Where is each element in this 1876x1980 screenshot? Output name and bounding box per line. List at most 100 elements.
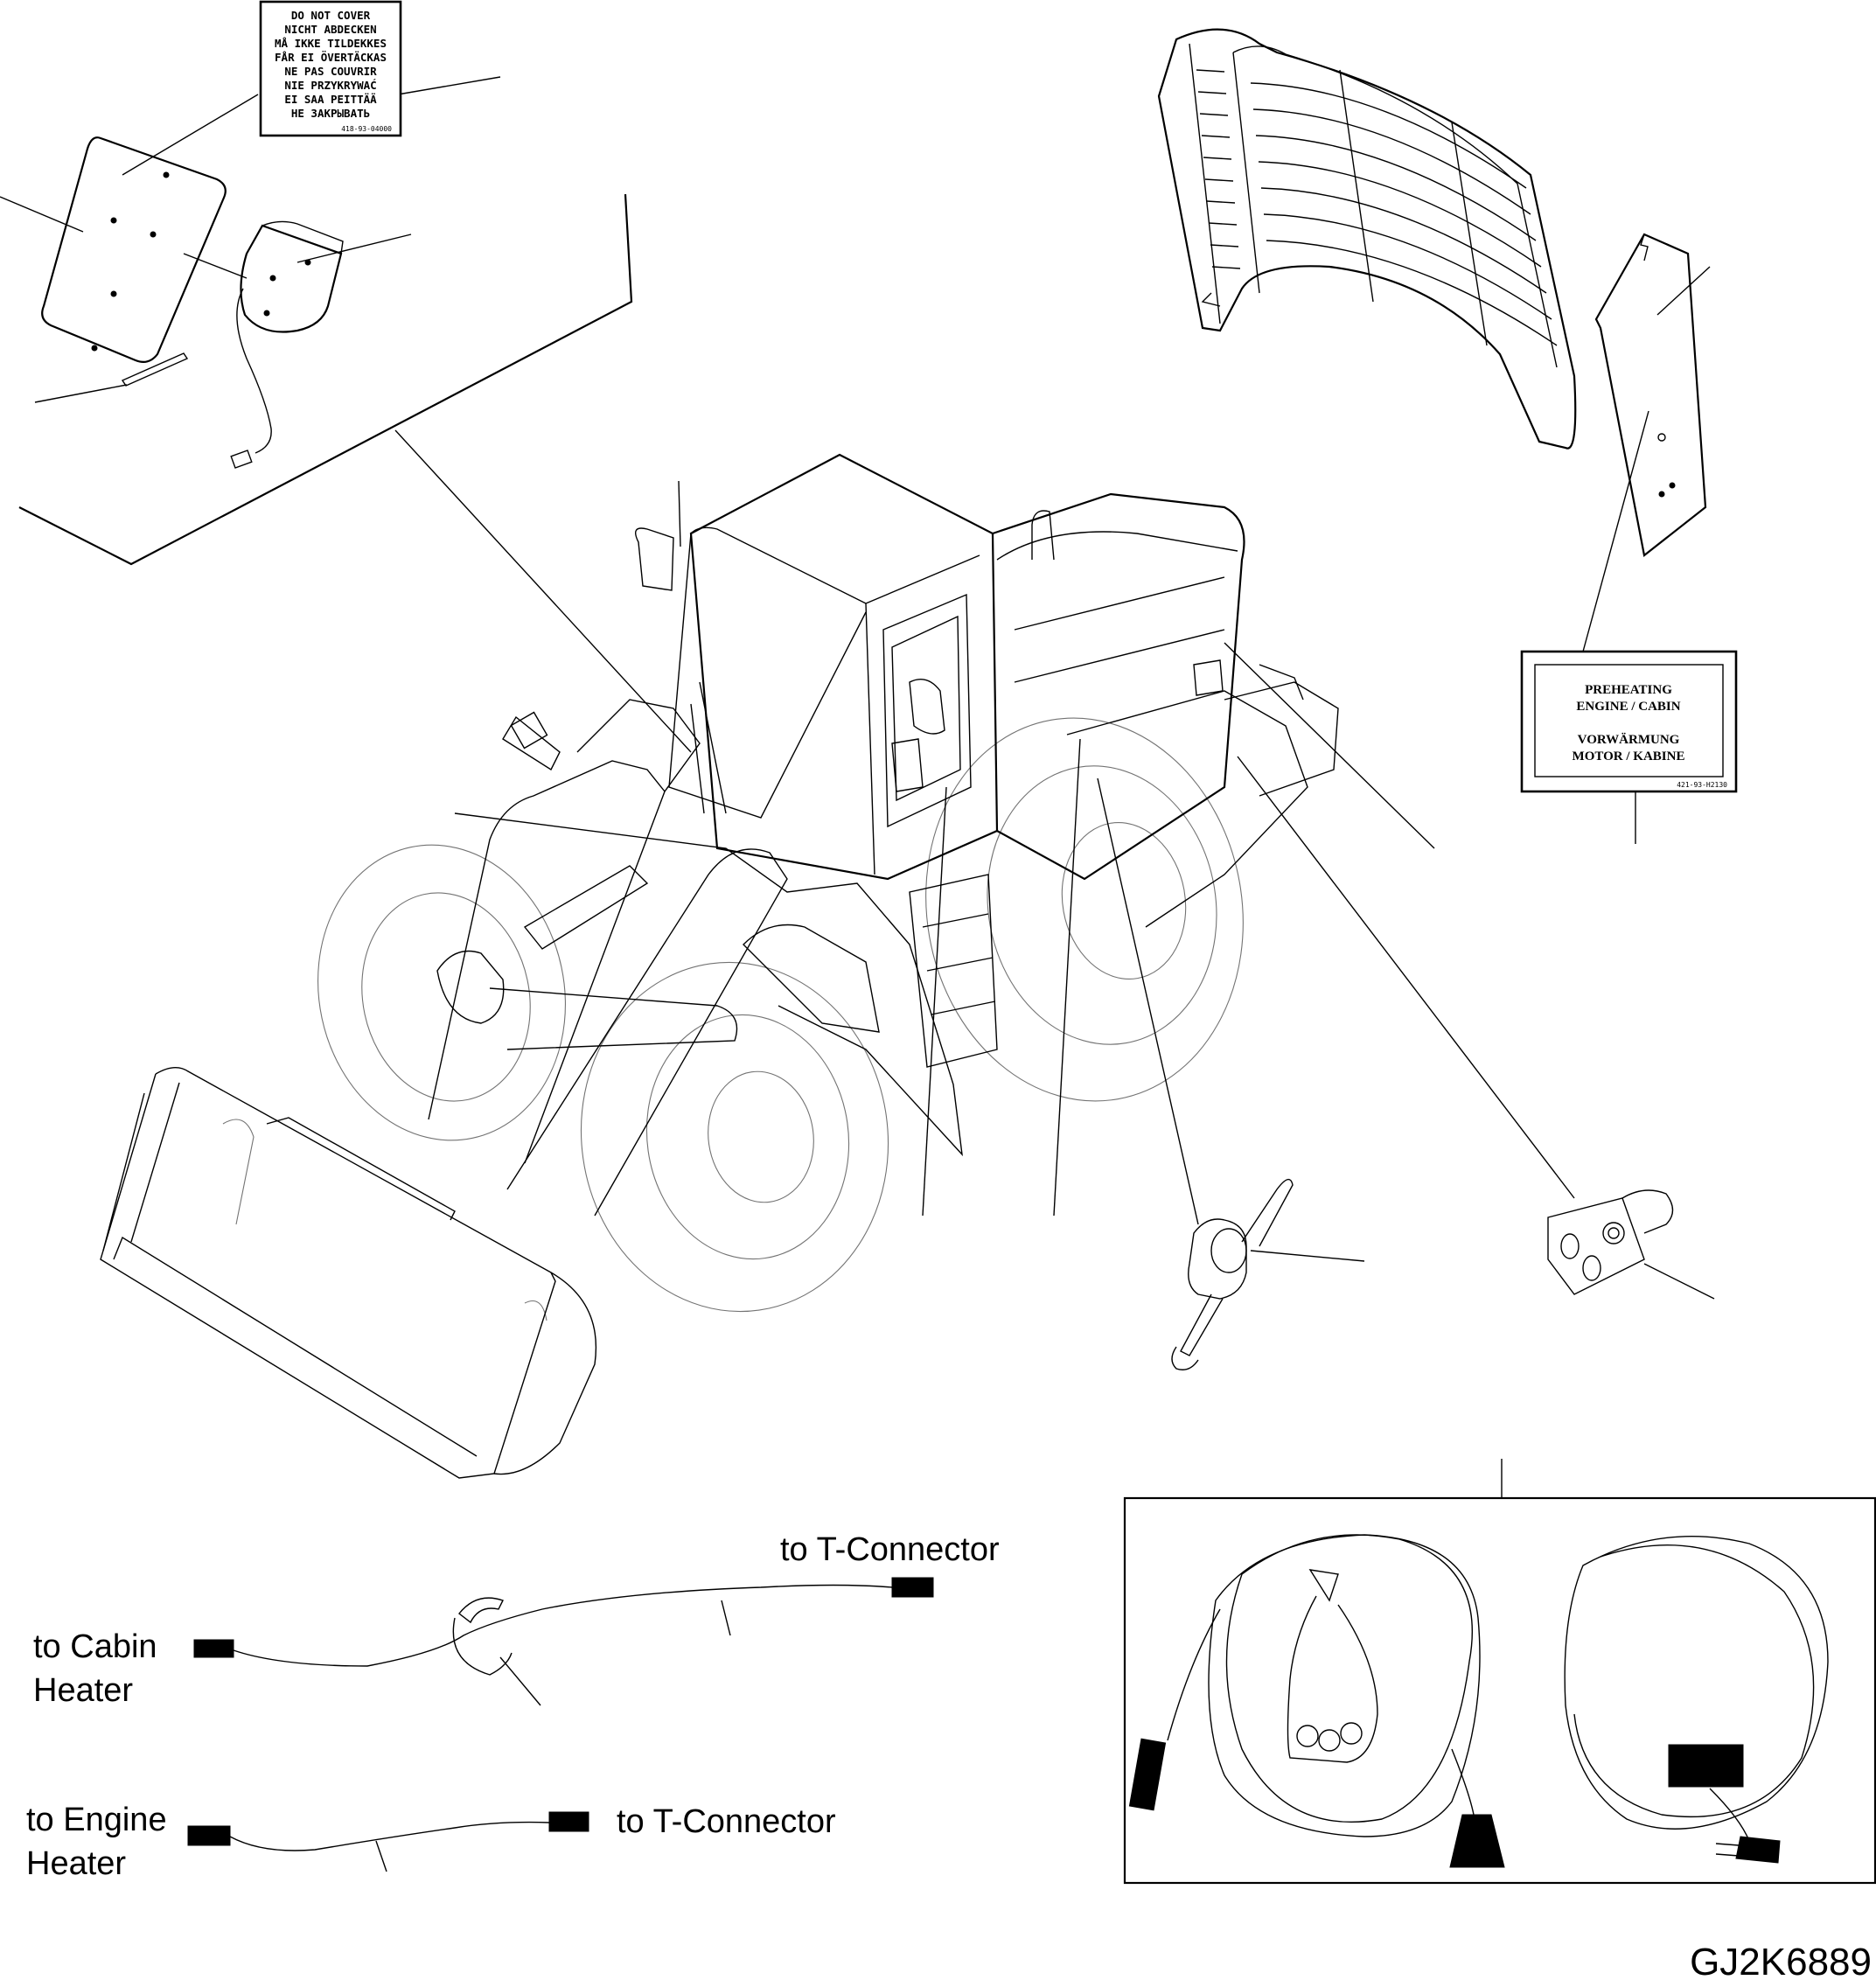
heater-nut-face: [1210, 1228, 1247, 1273]
preheating-label-inner: [1534, 664, 1724, 777]
leader-line: [922, 786, 947, 1217]
heater-cable: [236, 288, 272, 454]
leader-line: [122, 94, 259, 176]
headlight-arm: [502, 715, 561, 771]
axle-housing: [743, 924, 880, 1033]
plug-prong: [1715, 1853, 1740, 1857]
warning-line-3: MÅ IKKE TILDEKKES: [275, 37, 387, 50]
grille-frame: [1157, 28, 1577, 450]
bucket-inner: [222, 1119, 547, 1321]
grille-edge: [1189, 43, 1221, 324]
warning-label-code: 418-93-04000: [341, 125, 392, 133]
coil-1-connector: [1449, 1814, 1505, 1868]
cab-outline: [689, 453, 999, 881]
grille-inner-left: [1232, 52, 1260, 294]
power-plug-head: [1735, 1836, 1781, 1864]
plug-prong: [1715, 1843, 1740, 1846]
cabin-heater-plug: [193, 1639, 234, 1658]
radiator-grille: [1157, 28, 1577, 450]
hood-top: [996, 531, 1238, 561]
rear-light-bracket: [1259, 664, 1304, 701]
front-right-wheel: [925, 717, 1244, 1102]
grille-bracket: [1201, 292, 1221, 307]
preheating-label-outer: [1520, 650, 1738, 793]
preheating-line-3: VORWÄRMUNG: [1578, 733, 1680, 747]
cabin-cable: [233, 1584, 893, 1667]
top-left-exploded-group: [0, 76, 692, 753]
cable-clip: [458, 1597, 504, 1624]
grille-rib: [1339, 69, 1374, 303]
lift-cylinder: [523, 865, 649, 950]
warning-line-1: DO NOT COVER: [291, 9, 371, 22]
chassis-front: [454, 812, 963, 1157]
extension-cable-coil-2: [1564, 1535, 1829, 1830]
power-plug-lead: [1709, 1788, 1768, 1846]
plate-hole: [110, 217, 117, 224]
tilt-link: [489, 987, 738, 1050]
preheating-line-2: ENGINE / CABIN: [1576, 700, 1680, 714]
group-boundary: [18, 193, 633, 566]
socket-body: [1547, 1197, 1645, 1295]
socket-hole: [1560, 1233, 1580, 1259]
heater-unit: [240, 224, 343, 333]
leader-line: [1237, 756, 1575, 1199]
heater-screw: [269, 275, 276, 282]
heater-loop: [1241, 1178, 1294, 1247]
warning-line-2: NICHT ABDECKEN: [284, 23, 376, 36]
heater-rod-end: [1171, 1346, 1199, 1370]
t-connector-plug-top: [891, 1577, 934, 1598]
drawing-code: GJ2K6889: [1690, 1941, 1872, 1980]
grille-louver: [1263, 213, 1552, 320]
warning-line-7: EI SAA PEITTÄÄ: [284, 93, 377, 106]
coil-1-tail: [1167, 1608, 1221, 1741]
engine-hood: [992, 492, 1245, 881]
front-left-wheel-rim: [645, 1014, 850, 1260]
front-left-hub: [708, 1070, 814, 1203]
leader-line: [375, 1840, 387, 1872]
lift-arm-right: [506, 848, 788, 1217]
lift-arm-left: [428, 760, 666, 1164]
extension-cable-coil-1b: [1225, 1534, 1473, 1823]
engine-heater-element: [1171, 1178, 1365, 1370]
cover-plate-hole: [1657, 433, 1666, 442]
heater-nut: [1188, 1218, 1247, 1300]
bucket-outline: [100, 1073, 556, 1479]
cover-plate-hole: [1658, 491, 1665, 498]
plate-hole: [150, 231, 157, 238]
bucket-edge: [113, 1236, 478, 1457]
socket-port: [1602, 1222, 1625, 1244]
leader-line: [296, 234, 412, 263]
front-left-wheel: [580, 961, 889, 1313]
step-rungs: [922, 913, 996, 1015]
grille-louver: [1255, 135, 1537, 241]
work-light: [510, 711, 548, 749]
cab-roof: [690, 526, 980, 604]
leader-line: [0, 196, 84, 233]
grille-louver: [1250, 82, 1527, 189]
grille-rib: [1451, 122, 1488, 346]
grille-louver: [1266, 240, 1558, 346]
label-to-t-connector-top: to T-Connector: [780, 1531, 1000, 1568]
rear-left-wheel-rim: [361, 892, 531, 1102]
leader-line: [397, 76, 501, 95]
leader-line: [1053, 738, 1081, 1217]
grille-slots: [1196, 69, 1241, 269]
label-to-engine: to Engine: [26, 1802, 167, 1838]
wiper: [690, 681, 727, 814]
boom-mount: [576, 699, 701, 792]
door-handle-plate: [891, 738, 924, 792]
warning-line-6: NIE PRZYKRYWAĆ: [284, 79, 376, 92]
cover-plate-tab: [1640, 234, 1649, 261]
access-steps: [909, 874, 998, 1068]
adhesive-strip: [121, 352, 189, 387]
warning-line-8: НЕ ЗАКРЫВАТЬ: [291, 107, 370, 120]
antenna: [678, 480, 681, 547]
preheat-label-location: [1193, 659, 1224, 696]
warning-label-frame: [259, 0, 402, 137]
t-connector-plug-bottom: [548, 1811, 589, 1832]
plate-hole: [163, 171, 170, 178]
right-cover-plate: [1582, 233, 1711, 652]
heater-plate: [41, 136, 227, 363]
